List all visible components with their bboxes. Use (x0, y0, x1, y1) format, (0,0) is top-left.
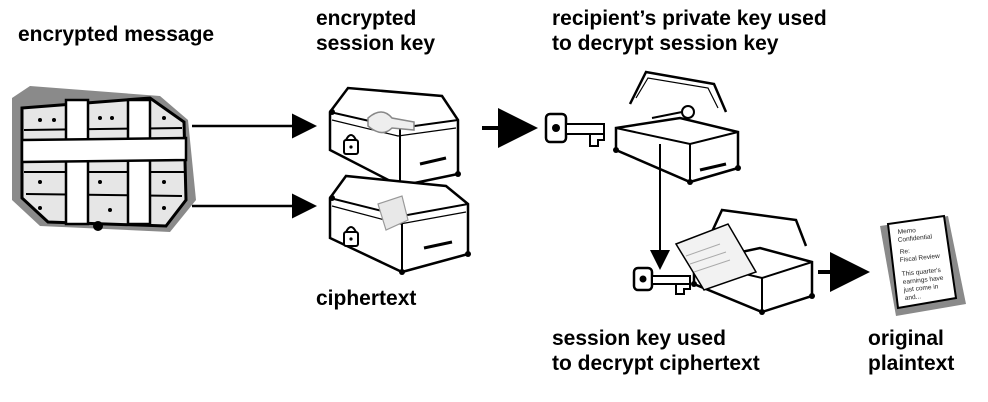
label-encrypted-session-key-line-2: session key (316, 32, 436, 55)
private-key-icon (544, 112, 605, 147)
open-ciphertext-suitcase (674, 208, 815, 315)
label-session-key-used: session key used to decrypt ciphertext (552, 326, 760, 376)
label-recipient-private-key: recipient’s private key used to decrypt … (552, 6, 827, 56)
encrypted-message-bundle (12, 86, 196, 232)
memo-line-8: and... (904, 293, 921, 302)
label-session-key-used-line-2: to decrypt ciphertext (552, 352, 760, 375)
label-original-plaintext-line-1: original (868, 327, 944, 350)
session-key-icon (632, 266, 691, 295)
label-encrypted-session-key: encrypted session key (316, 6, 435, 56)
ciphertext-suitcase (328, 174, 471, 275)
memo-line-7: just come in (902, 283, 939, 294)
label-original-plaintext: original plaintext (868, 326, 954, 376)
label-recipient-private-key-line-2: to decrypt session key (552, 32, 779, 55)
memo-line-6: earnings have (902, 275, 944, 286)
label-ciphertext-text: ciphertext (316, 287, 417, 310)
memo-line-4: Fiscal Review (899, 253, 940, 264)
label-encrypted-message-text: encrypted message (18, 23, 215, 46)
label-original-plaintext-line-2: plaintext (868, 352, 955, 375)
plaintext-memo: Memo Confidential Re: Fiscal Review This… (880, 214, 966, 316)
label-encrypted-session-key-line-1: encrypted (316, 7, 417, 30)
memo-line-3: Re: (899, 248, 910, 256)
label-recipient-private-key-line-1: recipient’s private key used (552, 7, 827, 30)
open-session-key-suitcase (613, 70, 741, 185)
label-encrypted-message: encrypted message (18, 22, 214, 47)
label-session-key-used-line-1: session key used (552, 327, 726, 350)
label-ciphertext: ciphertext (316, 286, 416, 311)
memo-line-5: This quarter's (901, 267, 941, 278)
memo-line-1: Memo (897, 227, 916, 236)
session-key-suitcase (328, 86, 461, 189)
memo-line-2: Confidential (897, 233, 932, 244)
